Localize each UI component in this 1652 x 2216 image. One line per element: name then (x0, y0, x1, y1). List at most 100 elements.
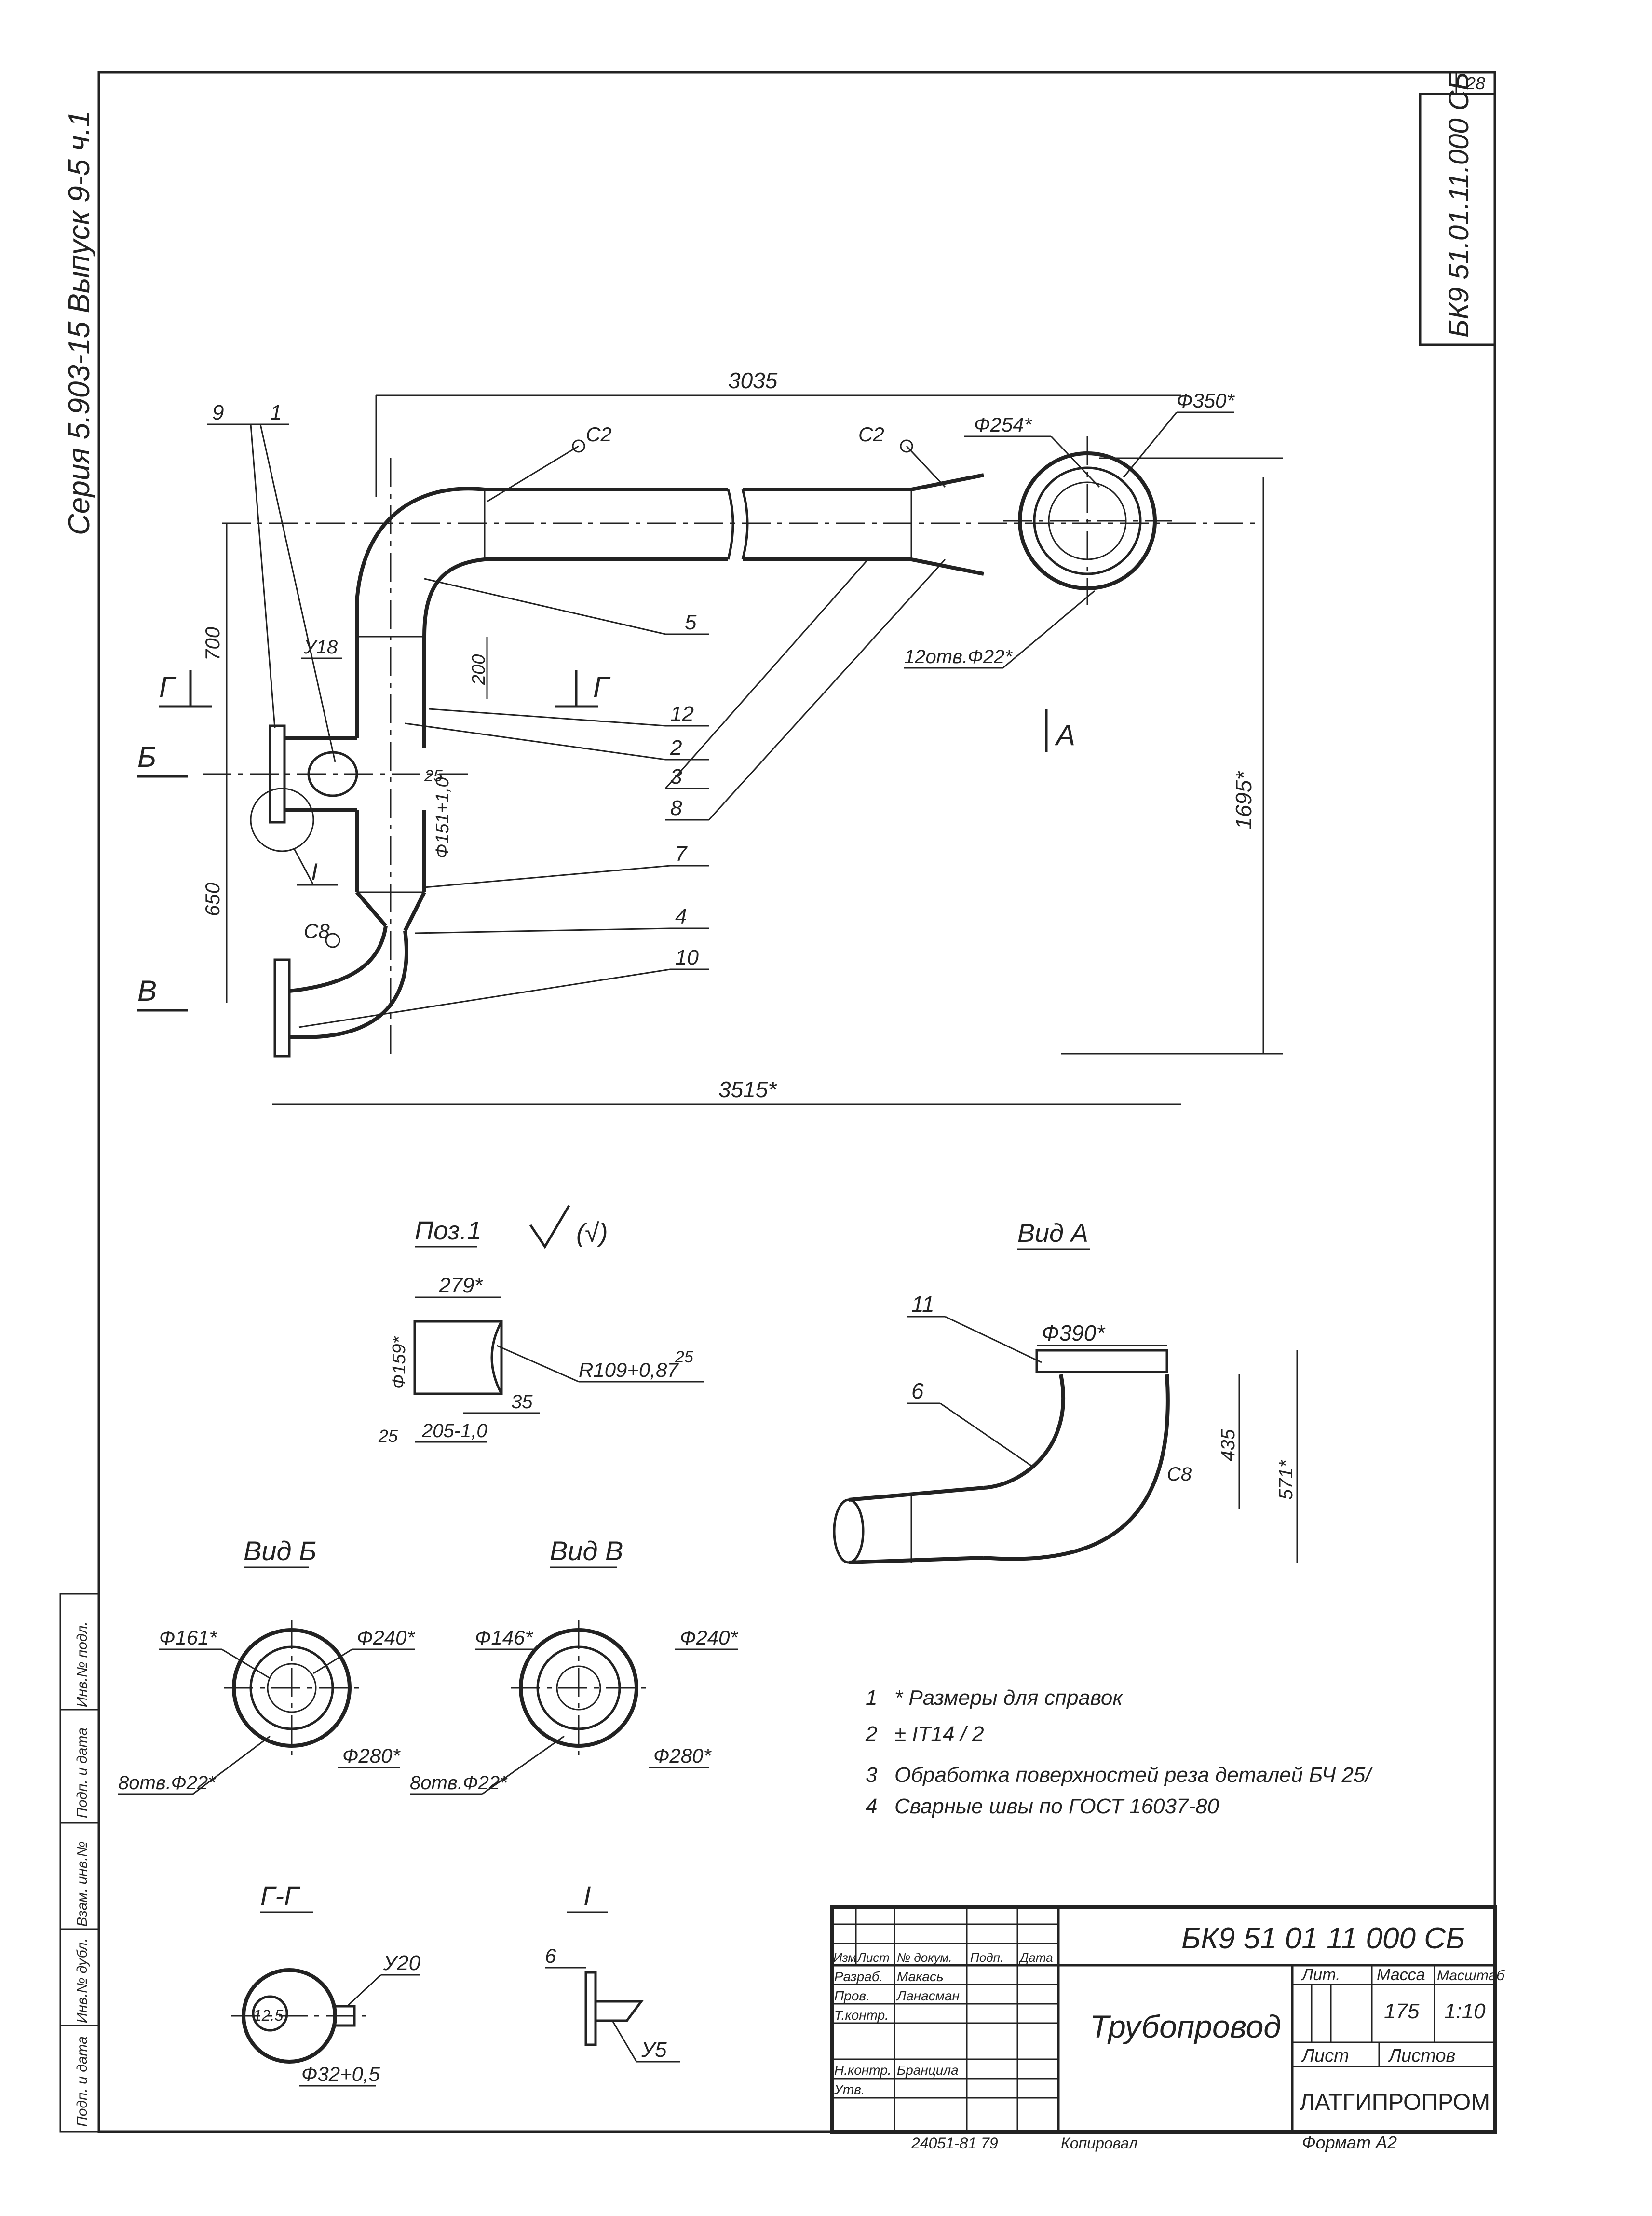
tb-role-4: Н.контр. (834, 2063, 892, 2078)
tb-h-podp: Подп. (970, 1950, 1003, 1965)
main-view: 3035 3515* 1695* 700 650 200 25 Ф151+1,0… (137, 368, 1283, 1105)
pos-2: 2 (670, 736, 682, 760)
strip-label-4: Инв.№ дубл. (74, 1938, 90, 2023)
tb-role-2: Пров. (834, 1988, 870, 2003)
dim-650: 650 (201, 882, 224, 916)
tb-scale: 1:10 (1444, 1999, 1486, 2023)
vid-v-title: Вид В (550, 1536, 623, 1566)
vid-a-pos11: 11 (911, 1292, 934, 1317)
tb-name-1: Макась (897, 1969, 944, 1984)
title-block: Изм Лист № докум. Подп. Дата Разраб. Мак… (830, 1905, 1505, 2152)
series-label: Серия 5.903-15 Выпуск 9-5 ч.1 (63, 110, 96, 535)
tb-footer-right: Формат А2 (1302, 2133, 1397, 2152)
poz1-d35: 35 (511, 1391, 533, 1413)
dim-phi350: Ф350* (1177, 389, 1235, 412)
weld-c8: С8 (304, 920, 330, 942)
tb-name-2: Ланасман (896, 1988, 960, 2003)
inner-frame (59, 1593, 100, 2133)
tb-footer-left: 24051-81 79 (911, 2134, 998, 2152)
tb-sheets-label: Листов (1387, 2046, 1455, 2066)
tb-lit: Лит. (1301, 1966, 1341, 1984)
vid-v-phi146: Ф146* (475, 1626, 533, 1649)
left-strip: Инв.№ подл. Подп. и дата Взам. инв.№ Инв… (60, 1621, 99, 2127)
vid-b-phi240: Ф240* (357, 1626, 415, 1649)
pos-4: 4 (675, 905, 687, 928)
pos-1: 1 (270, 401, 282, 424)
poz1-view: Поз.1 (√) 279* Ф159* R109+0,87 25 35 205… (378, 1205, 704, 1446)
tb-role-5: Утв. (834, 2082, 865, 2097)
vid-b-title: Вид Б (244, 1536, 316, 1566)
vid-a-view: Вид А 11 6 Ф390* 435 571* С8 (833, 1219, 1298, 1564)
pos-7: 7 (675, 842, 688, 866)
weld-c2-left: С2 (586, 423, 612, 446)
dim-200: 200 (469, 654, 489, 685)
mark-b: Б (137, 741, 156, 773)
tb-sheet-label: Лист (1300, 2046, 1349, 2066)
vid-v-phi280: Ф280* (653, 1744, 712, 1767)
outer-frame (97, 71, 1496, 2133)
vid-b-view: Вид Б Ф161* Ф240* Ф280* 8отв.Ф22* (118, 1536, 415, 1795)
vid-a-title: Вид А (1017, 1219, 1088, 1248)
strip-label-3: Взам. инв.№ (74, 1841, 90, 1927)
vid-b-phi161: Ф161* (159, 1626, 217, 1649)
mark-arrow-a: А (1055, 719, 1075, 751)
pos-10: 10 (675, 946, 699, 969)
strip-label-5: Подп. и дата (74, 2036, 90, 2127)
tb-h-doc: № докум. (897, 1950, 952, 1965)
vid-v-phi240: Ф240* (680, 1626, 738, 1649)
vid-a-c8: С8 (1167, 1464, 1192, 1485)
strip-label-2: Подп. и дата (74, 1727, 90, 1818)
section-gg-u20: У20 (383, 1951, 421, 1975)
corner-number: 28 (1465, 73, 1485, 93)
section-gg-title: Г-Г (260, 1880, 300, 1911)
tb-role-1: Разраб. (834, 1969, 883, 1984)
vid-b-holes: 8отв.Ф22* (118, 1772, 216, 1794)
tb-name: Трубопровод (1090, 2009, 1281, 2044)
vid-b-phi280: Ф280* (342, 1744, 401, 1767)
dim-phi254: Ф254* (974, 413, 1032, 436)
vid-a-d571: 571* (1275, 1459, 1297, 1500)
vid-a-pos6: 6 (911, 1378, 924, 1403)
note-1-text: * Размеры для справок (894, 1686, 1124, 1710)
pos-9: 9 (212, 401, 224, 424)
dim-700: 700 (201, 626, 224, 661)
section-gg: Г-Г 12.5 У20 Ф32+0,5 (231, 1880, 421, 2087)
note-3-num: 3 (866, 1763, 878, 1787)
tb-h-list: Лист (856, 1950, 890, 1965)
dim-25: 25 (424, 767, 443, 785)
tb-name-4: Бранцила (897, 2063, 959, 2078)
tb-role-3: Т.контр. (834, 2008, 889, 2023)
poz1-d205: 205-1,0 (421, 1420, 487, 1441)
dim-phi151: Ф151+1,0 (433, 777, 453, 858)
note-2-num: 2 (865, 1722, 877, 1746)
note-2-text: ± IT14 / 2 (894, 1722, 984, 1746)
vid-a-d435: 435 (1218, 1429, 1239, 1461)
tb-mass: 175 (1384, 1999, 1420, 2023)
poz1-title: Поз.1 (415, 1216, 482, 1245)
section-i: I 6 У5 (545, 1880, 680, 2063)
poz1-rough25: 25 (378, 1426, 398, 1446)
note-4-num: 4 (866, 1795, 877, 1818)
poz1-phi159: Ф159* (389, 1336, 409, 1389)
weld-c2-right: С2 (858, 423, 884, 446)
tb-footer-mid: Копировал (1061, 2134, 1137, 2152)
tb-h-izm: Изм (833, 1950, 856, 1965)
note-1-num: 1 (866, 1686, 877, 1710)
vid-v-holes: 8отв.Ф22* (410, 1772, 508, 1794)
tb-org: ЛАТГИПРОПРОМ (1300, 2090, 1490, 2115)
mark-v: В (137, 975, 157, 1007)
dim-1695: 1695* (1231, 771, 1256, 829)
pos-5: 5 (685, 611, 697, 634)
mark-g-left: Г (159, 671, 177, 703)
vertical-code-box (1419, 93, 1496, 346)
poz1-rough: (√) (576, 1219, 608, 1248)
section-i-title: I (583, 1880, 591, 1911)
check-mark (529, 1205, 570, 1249)
vid-a-phi390: Ф390* (1042, 1320, 1106, 1346)
section-i-u5: У5 (641, 2038, 667, 2062)
poz1-r109-rough: 25 (675, 1348, 693, 1366)
poz1-r109: R109+0,87 (579, 1359, 679, 1381)
mark-g-right: Г (593, 671, 611, 703)
tb-mass-label: Масса (1377, 1966, 1425, 1984)
section-gg-phi32: Ф32+0,5 (301, 2063, 380, 2085)
